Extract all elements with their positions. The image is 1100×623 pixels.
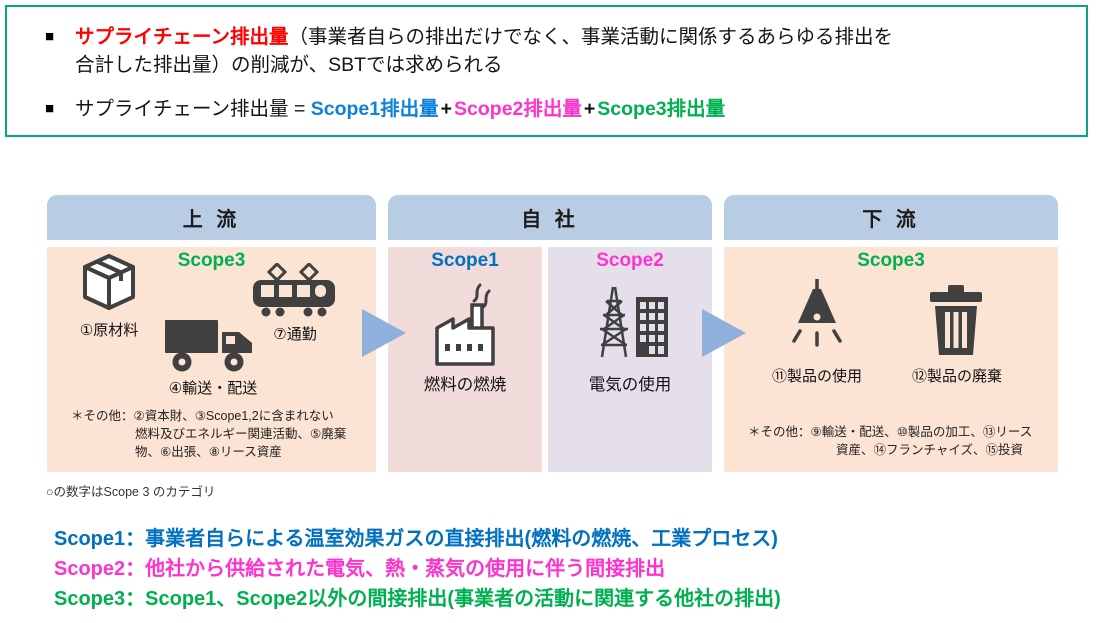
summary-bullet-item-2: ■ サプライチェーン排出量 = Scope1排出量+Scope2排出量+Scop… — [45, 95, 725, 123]
factory-icon — [435, 283, 495, 366]
truck-icon — [165, 320, 252, 372]
upstream-note-line-1: ＊その他：②資本財、③Scope1,2に含まれない — [71, 409, 334, 423]
flow-arrow-right-icon — [362, 309, 406, 357]
downstream-scope3-label: Scope3 — [857, 250, 925, 271]
bullet-square-icon: ■ — [45, 28, 55, 45]
package-icon — [83, 254, 135, 310]
downstream-note-line-2: 資産、⑭フランチャイズ、⑮投資 — [836, 443, 1024, 457]
equation-scope3: Scope3排出量 — [597, 98, 726, 120]
panel-scope2: Scope2 電気の使用 — [548, 247, 712, 472]
summary-line-1: サプライチェーン排出量（事業者自らの排出だけでなく、事業活動に関係するあらゆる排… — [75, 23, 893, 51]
power-grid-building-icon — [600, 286, 668, 358]
upstream-scope3-label: Scope3 — [177, 250, 246, 271]
upstream-item-label-raw-materials: ①原材料 — [79, 322, 139, 339]
scope2-label: Scope2 — [596, 250, 664, 271]
equation-plus-2: + — [583, 98, 596, 120]
scope1-label: Scope1 — [431, 250, 499, 271]
scope1-definition: Scope1：事業者自らによる温室効果ガスの直接排出(燃料の燃焼、工業プロセス) — [54, 528, 778, 550]
header-downstream: 下 流 — [724, 195, 1058, 240]
summary-line-1-rest: （事業者自らの排出だけでなく、事業活動に関係するあらゆる排出を — [288, 26, 894, 48]
scope2-definition: Scope2：他社から供給された電気、熱・蒸気の使用に伴う間接排出 — [54, 558, 666, 580]
supply-chain-term: サプライチェーン排出量 — [75, 26, 289, 48]
downstream-item-label-product-disposal: ⑫製品の廃棄 — [911, 368, 1002, 385]
upstream-item-label-commuting: ⑦通勤 — [273, 326, 317, 343]
scope3-category-caption: ○の数字はScope 3 のカテゴリ — [46, 485, 216, 499]
train-icon — [253, 263, 335, 317]
bullet-square-icon: ■ — [45, 100, 55, 117]
downstream-item-label-product-use: ⑪製品の使用 — [771, 368, 862, 385]
header-own-company: 自 社 — [388, 195, 712, 240]
upstream-note-line-2: 燃料及びエネルギー関連活動、⑤廃棄 — [135, 427, 347, 441]
summary-box: ■ サプライチェーン排出量（事業者自らの排出だけでなく、事業活動に関係するあらゆ… — [5, 5, 1088, 137]
summary-line-2: 合計した排出量）の削減が、SBTでは求められる — [75, 54, 503, 76]
flow-arrow-right-icon — [702, 309, 746, 357]
scope3-definition: Scope3：Scope1、Scope2以外の間接排出(事業者の活動に関連する他… — [54, 588, 781, 610]
upstream-note-line-3: 物、⑥出張、⑧リース資産 — [135, 445, 282, 459]
scope2-caption: 電気の使用 — [588, 376, 672, 394]
summary-text-1: サプライチェーン排出量（事業者自らの排出だけでなく、事業活動に関係するあらゆる排… — [75, 23, 893, 79]
equation-plus-1: + — [440, 98, 453, 120]
trash-bin-icon — [930, 285, 982, 355]
equation-scope1: Scope1排出量 — [310, 98, 439, 120]
header-upstream: 上 流 — [47, 195, 376, 240]
panel-scope1: Scope1 燃料の燃焼 — [388, 247, 542, 472]
panel-upstream: Scope3 ①原材料 ⑦通勤 — [47, 247, 376, 472]
upstream-item-label-transport: ④輸送・配送 — [168, 380, 258, 397]
panel-downstream: Scope3 ⑪製品の使用 ⑫製品の廃棄 ＊その他：⑨輸送・配送、⑩製品の加工、… — [724, 247, 1058, 472]
scope1-caption: 燃料の燃焼 — [423, 376, 507, 394]
summary-bullet-item-1: ■ サプライチェーン排出量（事業者自らの排出だけでなく、事業活動に関係するあらゆ… — [45, 23, 893, 79]
equation-prefix: サプライチェーン排出量 = — [75, 98, 311, 120]
downstream-note-line-1: ＊その他：⑨輸送・配送、⑩製品の加工、⑬リース — [748, 425, 1033, 439]
pendant-lamp-icon — [792, 279, 842, 347]
equation-scope2: Scope2排出量 — [454, 98, 582, 120]
scope-definitions: Scope1：事業者自らによる温室効果ガスの直接排出(燃料の燃焼、工業プロセス)… — [54, 524, 781, 614]
emission-equation: サプライチェーン排出量 = Scope1排出量+Scope2排出量+Scope3… — [75, 95, 725, 123]
